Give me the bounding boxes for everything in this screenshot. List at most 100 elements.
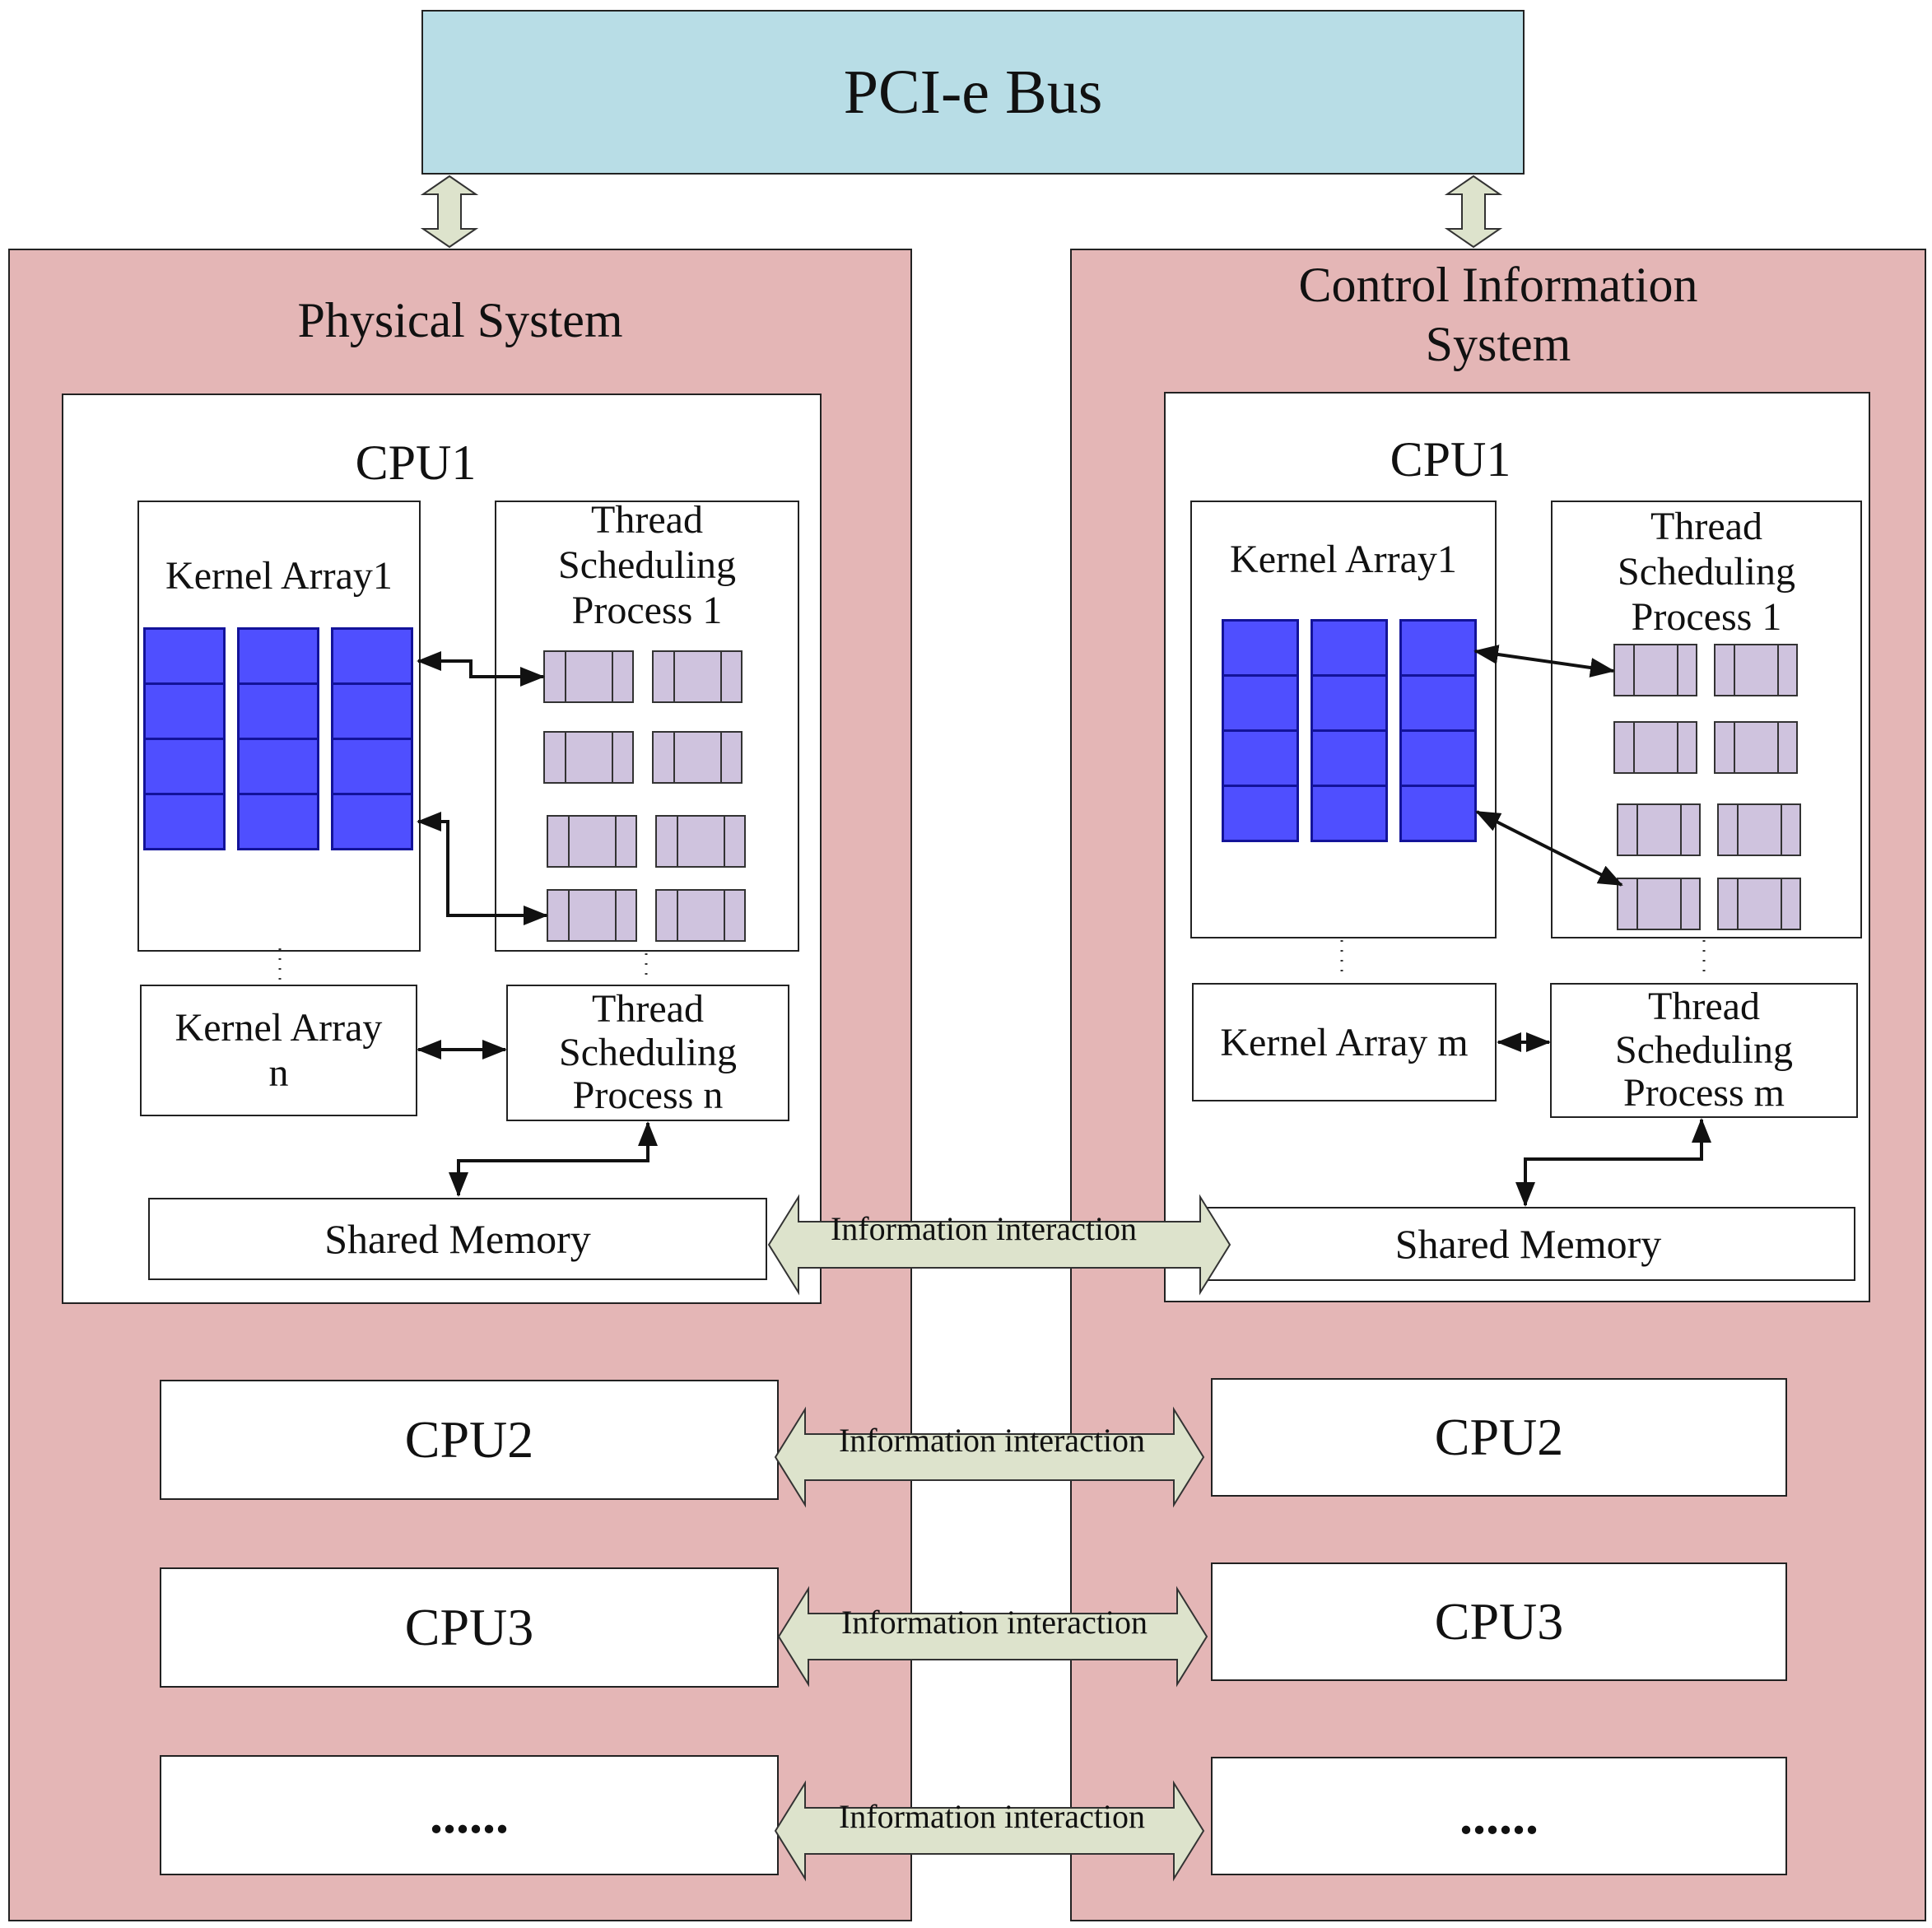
control-tp1-line1: Thread bbox=[1650, 505, 1762, 548]
physical-thread-divider bbox=[724, 817, 726, 866]
physical-kernel-array-n: Kernel Array n bbox=[140, 985, 417, 1116]
control-thread-divider bbox=[1633, 645, 1636, 695]
bus-left-double-arrow bbox=[420, 175, 479, 249]
physical-cpu2: CPU2 bbox=[160, 1380, 779, 1500]
control-cpu2: CPU2 bbox=[1211, 1378, 1787, 1497]
physical-system-title: Physical System bbox=[297, 293, 623, 347]
control-thread-block bbox=[1613, 721, 1697, 774]
control-tpm-line1: Thread bbox=[1648, 984, 1760, 1028]
control-cpu3-label: CPU3 bbox=[1434, 1592, 1564, 1651]
physical-thread-divider bbox=[615, 817, 617, 866]
physical-cpu3: CPU3 bbox=[160, 1567, 779, 1688]
physical-thread-divider bbox=[720, 733, 723, 782]
physical-tp1-line1: Thread bbox=[591, 498, 703, 542]
physical-thread-divider bbox=[720, 652, 723, 701]
control-thread-divider bbox=[1677, 723, 1679, 772]
info-interaction-arrow-3 bbox=[777, 1586, 1208, 1688]
physical-shared-memory: Shared Memory bbox=[148, 1198, 767, 1280]
control-system-title: Control Information System bbox=[1070, 255, 1926, 374]
physical-tpn-line2: Scheduling bbox=[559, 1030, 737, 1074]
physical-tp1-line2: Scheduling bbox=[558, 543, 736, 588]
physical-kan-line1: Kernel Array bbox=[175, 1005, 383, 1050]
control-kernel-cell bbox=[1311, 674, 1388, 732]
physical-cpu2-label: CPU2 bbox=[404, 1410, 534, 1469]
control-thread-process-m: Thread Scheduling Process m bbox=[1550, 983, 1858, 1118]
control-cpu-more: ...... bbox=[1211, 1757, 1787, 1875]
control-kernel-cell bbox=[1222, 619, 1299, 677]
physical-thread-divider bbox=[612, 733, 614, 782]
control-tpm-memory-arrow bbox=[1515, 1118, 1711, 1207]
control-kernel-cell bbox=[1399, 674, 1477, 732]
control-thread-divider bbox=[1737, 805, 1739, 855]
control-thread-divider bbox=[1636, 805, 1639, 855]
control-tpm-line2: Scheduling bbox=[1615, 1027, 1793, 1072]
physical-kernel-thread-arrow-top bbox=[417, 651, 545, 687]
physical-kernel-cell bbox=[331, 627, 413, 685]
control-cpu2-label: CPU2 bbox=[1434, 1408, 1564, 1466]
control-cpu3: CPU3 bbox=[1211, 1562, 1787, 1681]
physical-kernel-thread-arrow-bottom bbox=[417, 812, 548, 925]
control-thread-block bbox=[1717, 803, 1801, 856]
physical-thread-divider bbox=[724, 891, 726, 940]
physical-kernel-cell bbox=[237, 793, 319, 850]
control-thread-divider bbox=[1680, 805, 1683, 855]
control-thread-block bbox=[1714, 721, 1798, 774]
control-title-line2: System bbox=[1425, 317, 1571, 371]
control-kernel-cell bbox=[1311, 729, 1388, 787]
control-thread-block bbox=[1714, 644, 1798, 696]
control-thread-block bbox=[1613, 644, 1697, 696]
pcie-bus: PCI-e Bus bbox=[421, 10, 1525, 175]
control-kernel-array-m: Kernel Array m bbox=[1192, 983, 1497, 1101]
info-interaction-label-1: Information interaction bbox=[830, 1210, 1138, 1247]
control-thread-divider bbox=[1734, 645, 1736, 695]
control-kernel-cell bbox=[1399, 785, 1477, 842]
control-kernel-thread-arrow-top bbox=[1473, 645, 1615, 678]
control-thread-divider bbox=[1633, 723, 1636, 772]
control-title-line1: Control Information bbox=[1298, 258, 1698, 312]
physical-thread-divider bbox=[673, 733, 676, 782]
control-kernel-array-1-label: Kernel Array1 bbox=[1230, 538, 1457, 581]
physical-kernel-cell bbox=[143, 793, 226, 850]
physical-cpu-more-label: ...... bbox=[430, 1786, 509, 1844]
physical-thread-block bbox=[655, 815, 746, 868]
control-thread-divider bbox=[1737, 879, 1739, 929]
physical-shared-memory-label: Shared Memory bbox=[324, 1216, 591, 1262]
physical-kernel-cell bbox=[143, 627, 226, 685]
physical-kernel-cell bbox=[331, 738, 413, 795]
physical-cpu-more: ...... bbox=[160, 1755, 779, 1875]
physical-cpu3-label: CPU3 bbox=[404, 1598, 534, 1656]
physical-thread-divider bbox=[673, 652, 676, 701]
control-tp1-line3: Process 1 bbox=[1631, 595, 1782, 640]
physical-thread-block bbox=[543, 731, 634, 784]
control-shared-memory-label: Shared Memory bbox=[1394, 1221, 1662, 1267]
physical-thread-block bbox=[652, 650, 743, 703]
physical-thread-block bbox=[543, 650, 634, 703]
physical-kan-line2: n bbox=[268, 1051, 289, 1095]
control-thread-divider bbox=[1777, 723, 1780, 772]
physical-thread-divider bbox=[615, 891, 617, 940]
physical-kernel-cell bbox=[237, 682, 319, 740]
control-thread-block bbox=[1617, 803, 1701, 856]
physical-thread-divider bbox=[568, 817, 570, 866]
control-cpu1-title: CPU1 bbox=[1390, 432, 1511, 487]
control-thread-divider bbox=[1777, 645, 1780, 695]
control-thread-block bbox=[1617, 878, 1701, 930]
physical-tpn-memory-arrow bbox=[449, 1121, 658, 1197]
physical-tpn-line1: Thread bbox=[592, 986, 704, 1031]
pcie-bus-label: PCI-e Bus bbox=[843, 57, 1103, 127]
physical-thread-block bbox=[655, 889, 746, 942]
info-interaction-label-4: Information interaction bbox=[838, 1798, 1146, 1835]
control-kernel-cell bbox=[1311, 785, 1388, 842]
physical-cpu1-title: CPU1 bbox=[355, 435, 477, 490]
control-thread-block bbox=[1717, 878, 1801, 930]
physical-kernel-cell bbox=[331, 793, 413, 850]
physical-thread-divider bbox=[568, 891, 570, 940]
physical-thread-divider bbox=[565, 733, 567, 782]
physical-thread-divider bbox=[565, 652, 567, 701]
bus-right-double-arrow bbox=[1444, 175, 1503, 249]
physical-thread-block bbox=[547, 889, 637, 942]
physical-thread-divider bbox=[677, 891, 679, 940]
control-thread-divider bbox=[1636, 879, 1639, 929]
physical-thread-block bbox=[652, 731, 743, 784]
